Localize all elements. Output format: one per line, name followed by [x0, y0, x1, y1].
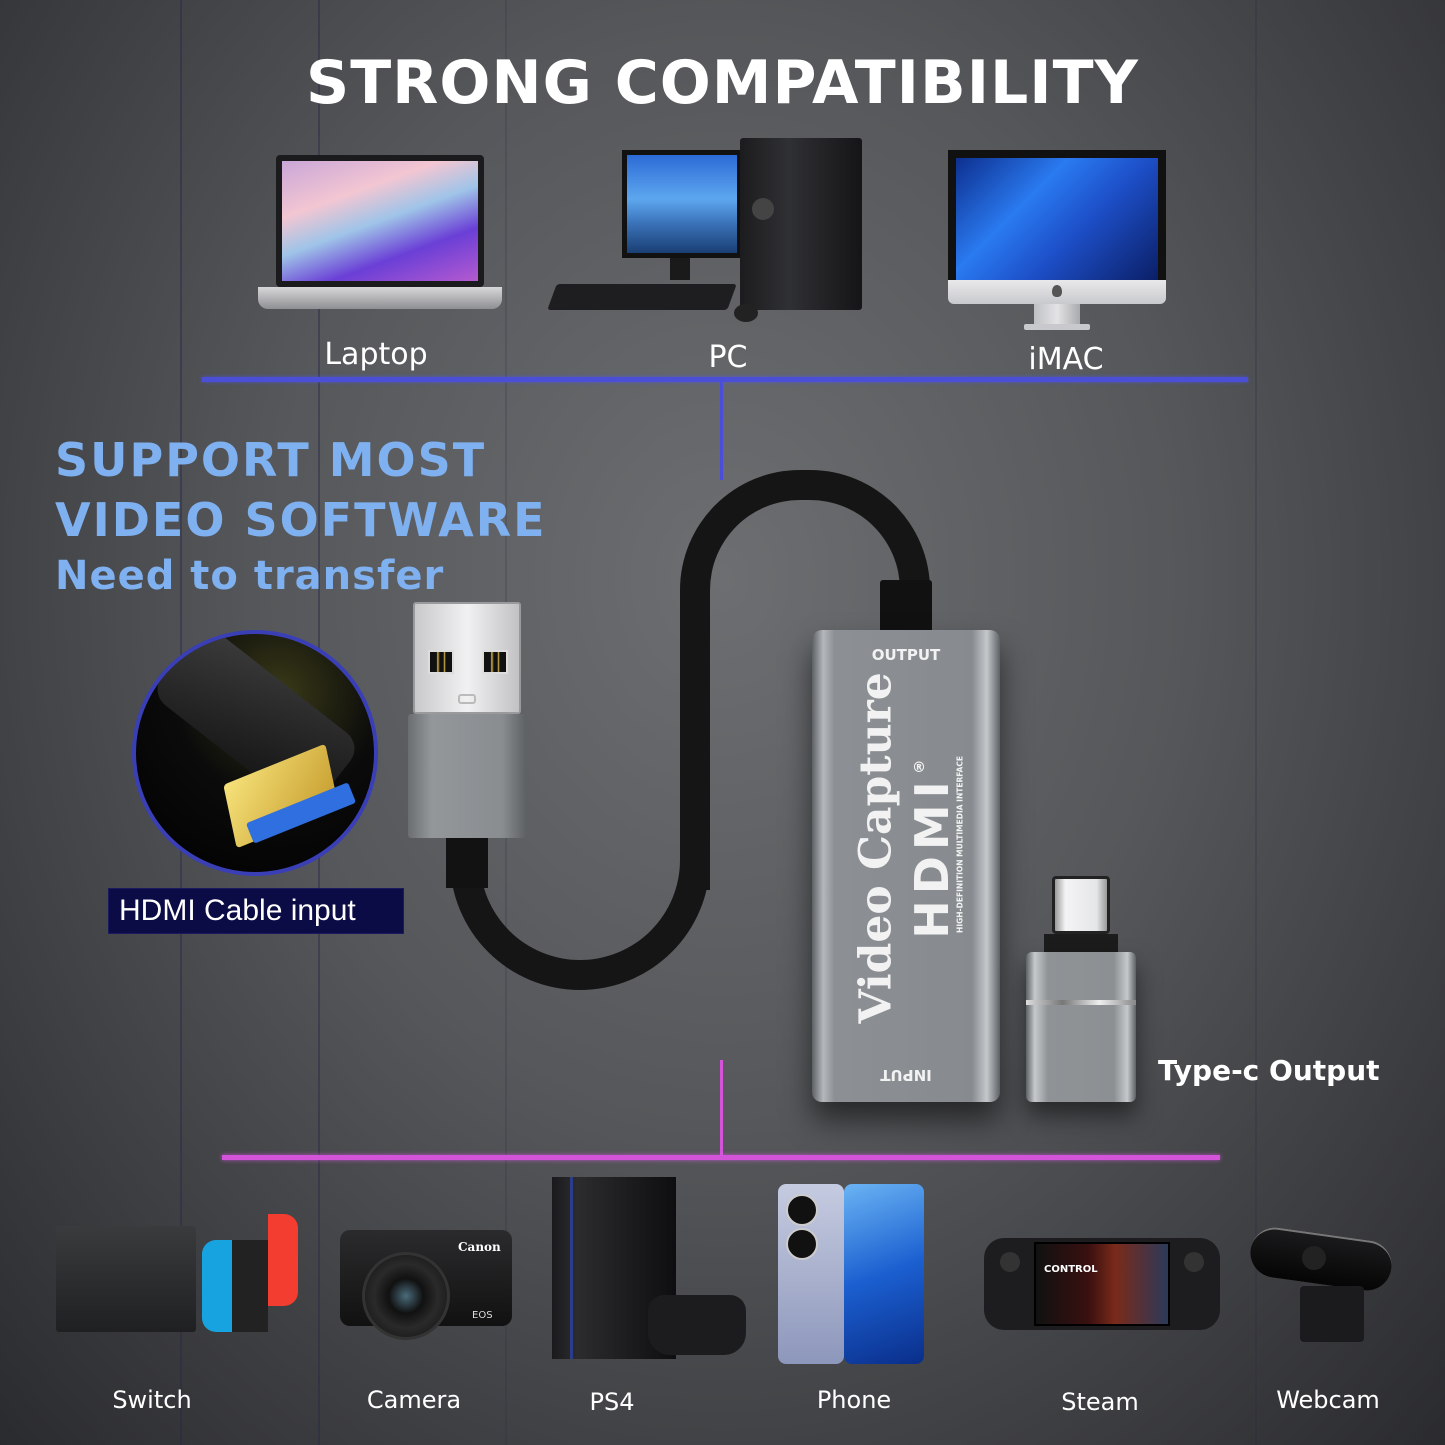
imac-icon: [948, 150, 1166, 332]
ps4-icon: [552, 1175, 752, 1365]
support-subheading: Need to transfer: [55, 553, 445, 599]
typec-adapter: [1022, 872, 1140, 1104]
bottom-connector-line: [222, 1155, 1220, 1160]
support-heading-line1: SUPPORT MOST: [55, 433, 487, 487]
device-label-ps4: PS4: [589, 1388, 635, 1416]
output-port-label: OUTPUT: [871, 646, 941, 664]
camera-model: EOS: [472, 1310, 493, 1321]
device-label-phone: Phone: [816, 1386, 892, 1414]
device-label-pc: PC: [708, 340, 748, 375]
product-name: Video Capture: [850, 672, 902, 1024]
device-label-switch: Switch: [112, 1386, 192, 1414]
steam-deck-icon: CONTROL: [984, 1238, 1220, 1330]
hdmi-registered-mark: ®: [912, 760, 926, 776]
camera-icon: Canon EOS: [340, 1218, 512, 1340]
camera-brand: Canon: [458, 1240, 501, 1254]
input-port-label: INPUT: [880, 1066, 932, 1084]
page-title: STRONG COMPATIBILITY: [306, 48, 1139, 118]
device-label-steam: Steam: [1061, 1388, 1139, 1416]
support-heading-line2: VIDEO SOFTWARE: [55, 493, 547, 547]
device-label-laptop: Laptop: [324, 337, 428, 372]
video-capture-card: OUTPUT Video Capture HDMI ® HIGH-DEFINIT…: [812, 630, 1000, 1102]
device-label-camera: Camera: [366, 1386, 462, 1414]
device-label-imac: iMAC: [1028, 342, 1104, 377]
top-connector-stem: [720, 380, 723, 480]
desktop-pc-icon: [547, 138, 862, 328]
top-connector-line: [202, 377, 1248, 382]
hdmi-input-label: HDMI Cable input: [108, 888, 404, 934]
background-line: [1255, 0, 1257, 1445]
usb-a-connector: [408, 602, 526, 888]
steam-screen-text: CONTROL: [1044, 1264, 1098, 1275]
hdmi-tagline: HIGH-DEFINITION MULTIMEDIA INTERFACE: [955, 756, 965, 933]
device-label-webcam: Webcam: [1276, 1386, 1380, 1414]
typec-output-label: Type-c Output: [1158, 1054, 1380, 1087]
nintendo-switch-icon: [56, 1214, 308, 1332]
bottom-connector-stem: [720, 1060, 723, 1158]
laptop-icon: [258, 155, 502, 315]
hdmi-plug-icon: [132, 630, 378, 876]
phone-icon: [778, 1184, 924, 1364]
webcam-icon: [1247, 1224, 1396, 1342]
